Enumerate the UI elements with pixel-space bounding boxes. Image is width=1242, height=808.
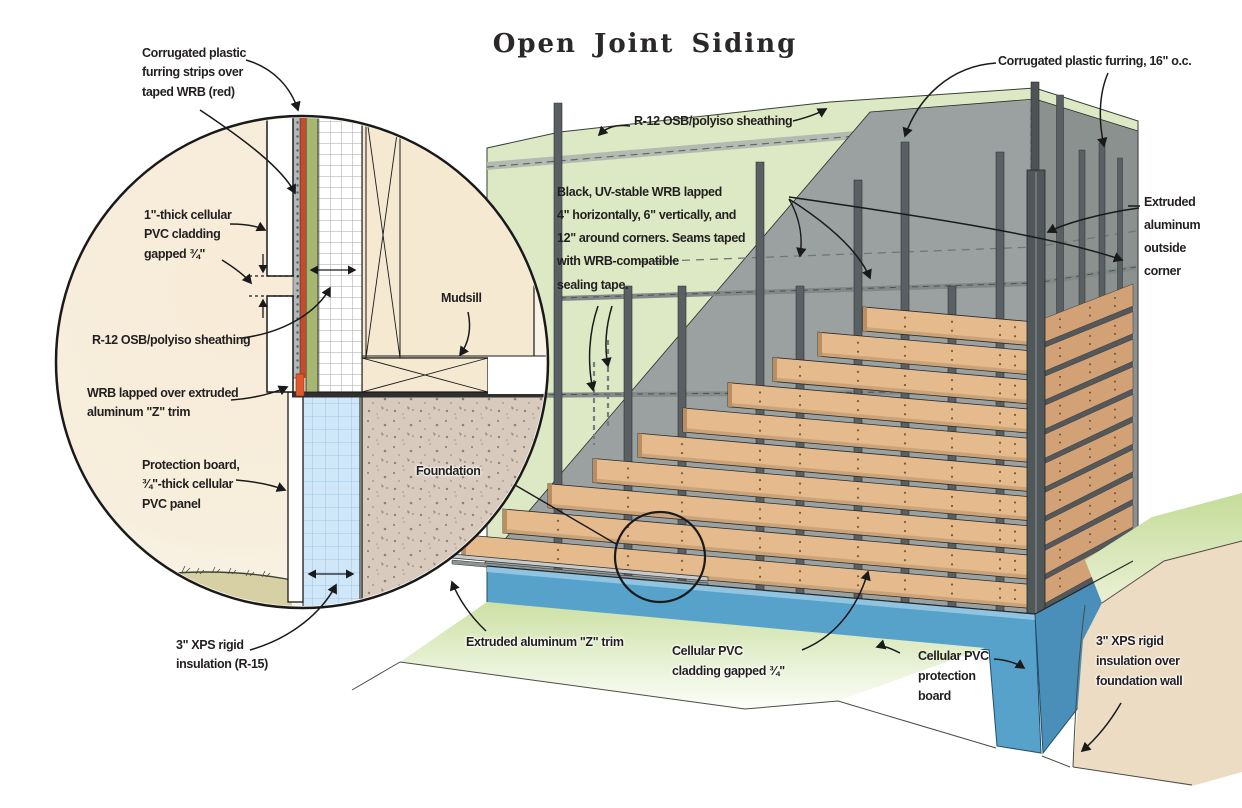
label-inset-xps: 3" XPS rigid insulation (R-15) bbox=[176, 638, 268, 672]
label-scene-wrb: Black, UV-stable WRB lapped 4" horizonta… bbox=[557, 185, 746, 292]
label-inset-sheathing: R-12 OSB/polyiso sheathing bbox=[92, 333, 251, 347]
page-title: Open Joint Siding bbox=[492, 29, 798, 59]
label-scene-outside-corner: Extruded aluminum outside corner bbox=[1144, 195, 1201, 279]
callout-leader-arrows bbox=[199, 59, 1140, 753]
label-scene-z-trim: Extruded aluminum "Z" trim bbox=[466, 635, 624, 649]
label-scene-furring: Corrugated plastic furring, 16" o.c. bbox=[998, 54, 1192, 68]
label-inset-mudsill: Mudsill bbox=[441, 291, 482, 305]
label-inset-cladding: 1"-thick cellular PVC cladding gapped ¾" bbox=[144, 208, 232, 261]
label-scene-sheathing: R-12 OSB/polyiso sheathing bbox=[634, 114, 793, 128]
label-inset-wrb-z-trim: WRB lapped over extruded aluminum "Z" tr… bbox=[87, 386, 239, 420]
label-inset-protection-board: Protection board, ¾"-thick cellular PVC … bbox=[142, 458, 240, 511]
label-scene-cladding: Cellular PVC cladding gapped ¾" bbox=[672, 644, 785, 678]
detail-inset-circle bbox=[54, 114, 550, 610]
perspective-view bbox=[351, 81, 1242, 786]
label-scene-protection-board: Cellular PVC protection board bbox=[918, 649, 989, 703]
label-inset-furring-strips: Corrugated plastic furring strips over t… bbox=[142, 46, 247, 99]
detail-reference-circle bbox=[613, 510, 707, 604]
label-inset-foundation: Foundation bbox=[416, 464, 481, 478]
label-scene-xps: 3" XPS rigid insulation over foundation … bbox=[1096, 634, 1183, 688]
